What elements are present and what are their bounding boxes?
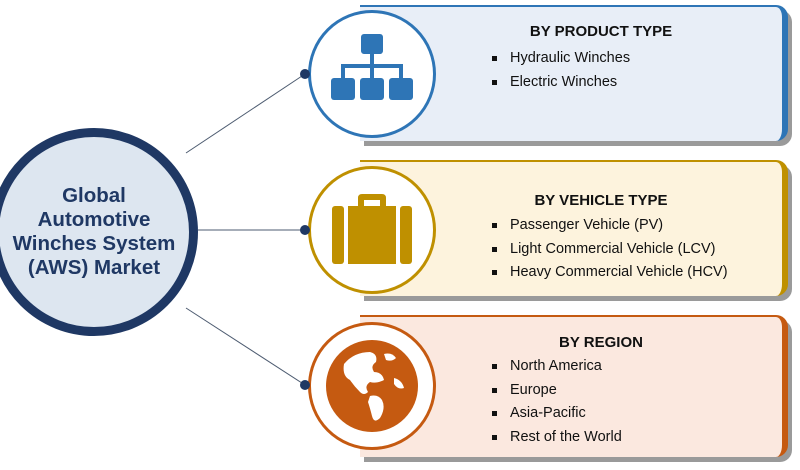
list-item: Light Commercial Vehicle (LCV) — [492, 238, 728, 262]
list-item: Europe — [492, 379, 622, 403]
connector-dot — [300, 225, 310, 235]
connector-dot — [300, 380, 310, 390]
list-item: Asia-Pacific — [492, 402, 622, 426]
segment-heading: BY VEHICLE TYPE — [534, 192, 668, 209]
briefcase-icon — [332, 194, 412, 264]
segment-list: Passenger Vehicle (PV) Light Commercial … — [492, 214, 728, 285]
segment-heading: BY PRODUCT TYPE — [529, 23, 673, 40]
list-item: Heavy Commercial Vehicle (HCV) — [492, 261, 728, 285]
list-item: Passenger Vehicle (PV) — [492, 214, 728, 238]
market-hub-circle: Global Automotive Winches System (AWS) M… — [0, 128, 198, 336]
segment-list: Hydraulic Winches Electric Winches — [492, 47, 630, 94]
product-type-icon-circle — [308, 10, 436, 138]
list-item: North America — [492, 355, 622, 379]
market-title: Global Automotive Winches System (AWS) M… — [12, 184, 176, 279]
region-icon-circle — [308, 322, 436, 450]
hierarchy-icon — [331, 34, 413, 100]
connector-line-product — [185, 73, 306, 154]
list-item: Rest of the World — [492, 426, 622, 450]
connector-line-region — [185, 307, 306, 386]
segment-heading: BY REGION — [559, 334, 643, 351]
list-item: Electric Winches — [492, 71, 630, 95]
connector-dot — [300, 69, 310, 79]
globe-icon — [326, 340, 418, 432]
list-item: Hydraulic Winches — [492, 47, 630, 71]
segment-list: North America Europe Asia-Pacific Rest o… — [492, 355, 622, 449]
vehicle-type-icon-circle — [308, 166, 436, 294]
